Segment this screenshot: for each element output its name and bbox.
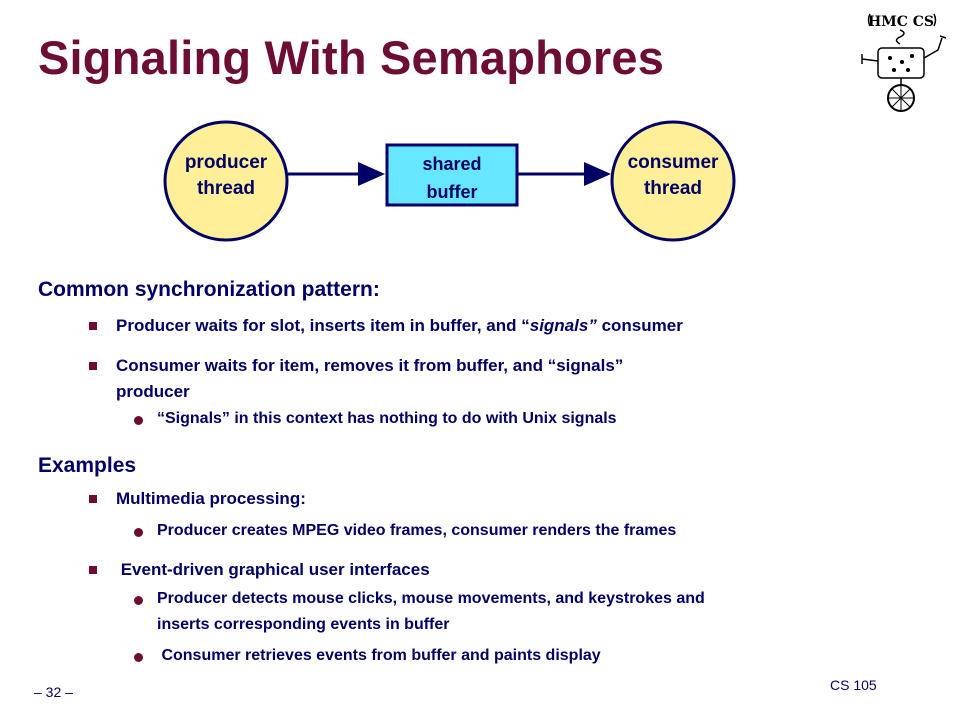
slide-title: Signaling With Semaphores bbox=[38, 31, 665, 84]
bullet-consumer-line1: Consumer waits for item, removes it from… bbox=[116, 356, 624, 375]
section-heading-pattern: Common synchronization pattern: bbox=[38, 278, 380, 301]
bullet-signals-note: “Signals” in this context has nothing to… bbox=[157, 410, 617, 427]
round-bullet-icon bbox=[134, 528, 143, 537]
round-bullet-icon bbox=[134, 653, 143, 662]
consumer-label: consumer thread bbox=[613, 150, 733, 202]
bullet-consumer-retrieves: Consumer retrieves events from buffer an… bbox=[157, 647, 601, 664]
consumer-node bbox=[610, 120, 736, 242]
producer-consumer-diagram bbox=[163, 120, 736, 242]
consumer-label-line1: consumer bbox=[627, 152, 719, 173]
bullet-mpeg: Producer creates MPEG video frames, cons… bbox=[157, 522, 677, 539]
bullet-multimedia: Multimedia processing: bbox=[116, 489, 306, 508]
hmc-cs-logo: HMC CS bbox=[861, 13, 947, 112]
square-bullet-icon bbox=[89, 566, 97, 574]
buffer-label-line1: shared bbox=[422, 154, 482, 174]
bullet-producer-post: consumer bbox=[596, 316, 683, 335]
page-number: – 32 – bbox=[34, 684, 73, 700]
producer-node bbox=[163, 120, 289, 242]
bullet-consumer-line2: producer bbox=[116, 382, 190, 401]
round-bullet-icon bbox=[134, 416, 143, 425]
bullet-producer-detects-line1: Producer detects mouse clicks, mouse mov… bbox=[157, 590, 705, 607]
course-label: CS 105 bbox=[830, 677, 877, 693]
buffer-label-line2: buffer bbox=[426, 182, 478, 202]
buffer-label: shared buffer bbox=[387, 150, 517, 206]
bullet-producer-em: signals” bbox=[529, 316, 597, 335]
square-bullet-icon bbox=[89, 495, 97, 503]
section-heading-examples: Examples bbox=[38, 454, 137, 477]
producer-label-line2: thread bbox=[196, 178, 256, 199]
buffer-node bbox=[385, 143, 519, 207]
square-bullet-icon bbox=[89, 322, 97, 330]
logo-text: HMC CS bbox=[868, 14, 934, 30]
square-bullet-icon bbox=[89, 362, 97, 370]
bullet-producer-detects-line2: inserts corresponding events in buffer bbox=[157, 616, 450, 633]
round-bullet-icon bbox=[134, 596, 143, 605]
bullet-producer-pre: Producer waits for slot, inserts item in… bbox=[116, 316, 530, 335]
consumer-label-line2: thread bbox=[643, 178, 703, 199]
producer-label: producer thread bbox=[166, 150, 286, 202]
bullet-producer: Producer waits for slot, inserts item in… bbox=[116, 316, 683, 336]
bullet-gui: Event-driven graphical user interfaces bbox=[116, 560, 430, 579]
producer-label-line1: producer bbox=[184, 152, 268, 173]
